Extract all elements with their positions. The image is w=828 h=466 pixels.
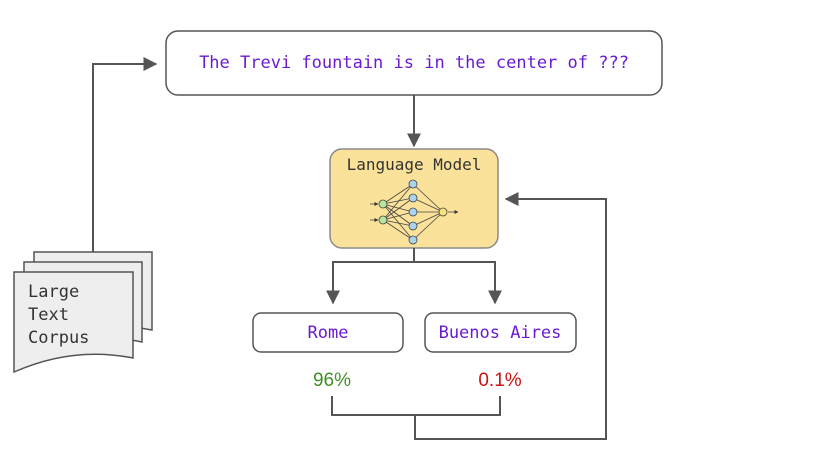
output-node-buenos-aires: Buenos Aires: [424, 312, 577, 353]
corpus-line-2: Text: [28, 305, 69, 325]
output-label-rome: Rome: [308, 323, 349, 343]
prompt-node: The Trevi fountain is in the center of ?…: [165, 30, 663, 96]
probability-buenos-aires: 0.1%: [478, 370, 521, 391]
output-box-buenos-aires: [424, 312, 577, 353]
probability-rome: 96%: [313, 370, 351, 391]
prompt-text: The Trevi fountain is in the center of ?…: [199, 53, 629, 73]
language-model-label: Language Model: [347, 155, 482, 174]
output-label-buenos-aires: Buenos Aires: [439, 323, 562, 343]
corpus-document-stack: Large Text Corpus: [13, 251, 153, 374]
neural-network-icon: [370, 179, 459, 245]
output-node-rome: Rome: [252, 312, 404, 353]
corpus-line-1: Large: [28, 282, 79, 302]
output-box-rome: [252, 312, 404, 353]
edge-probabilities-merge: [331, 396, 501, 416]
edge-model-to-buenos-aires: [414, 261, 502, 305]
corpus-page-front: [13, 271, 134, 374]
language-model-node: Language Model: [329, 148, 499, 249]
edge-corpus-to-prompt: [92, 57, 158, 252]
edge-model-to-rome: [326, 248, 415, 305]
corpus-line-3: Corpus: [28, 328, 89, 348]
edge-feedback-to-model: [414, 192, 607, 440]
